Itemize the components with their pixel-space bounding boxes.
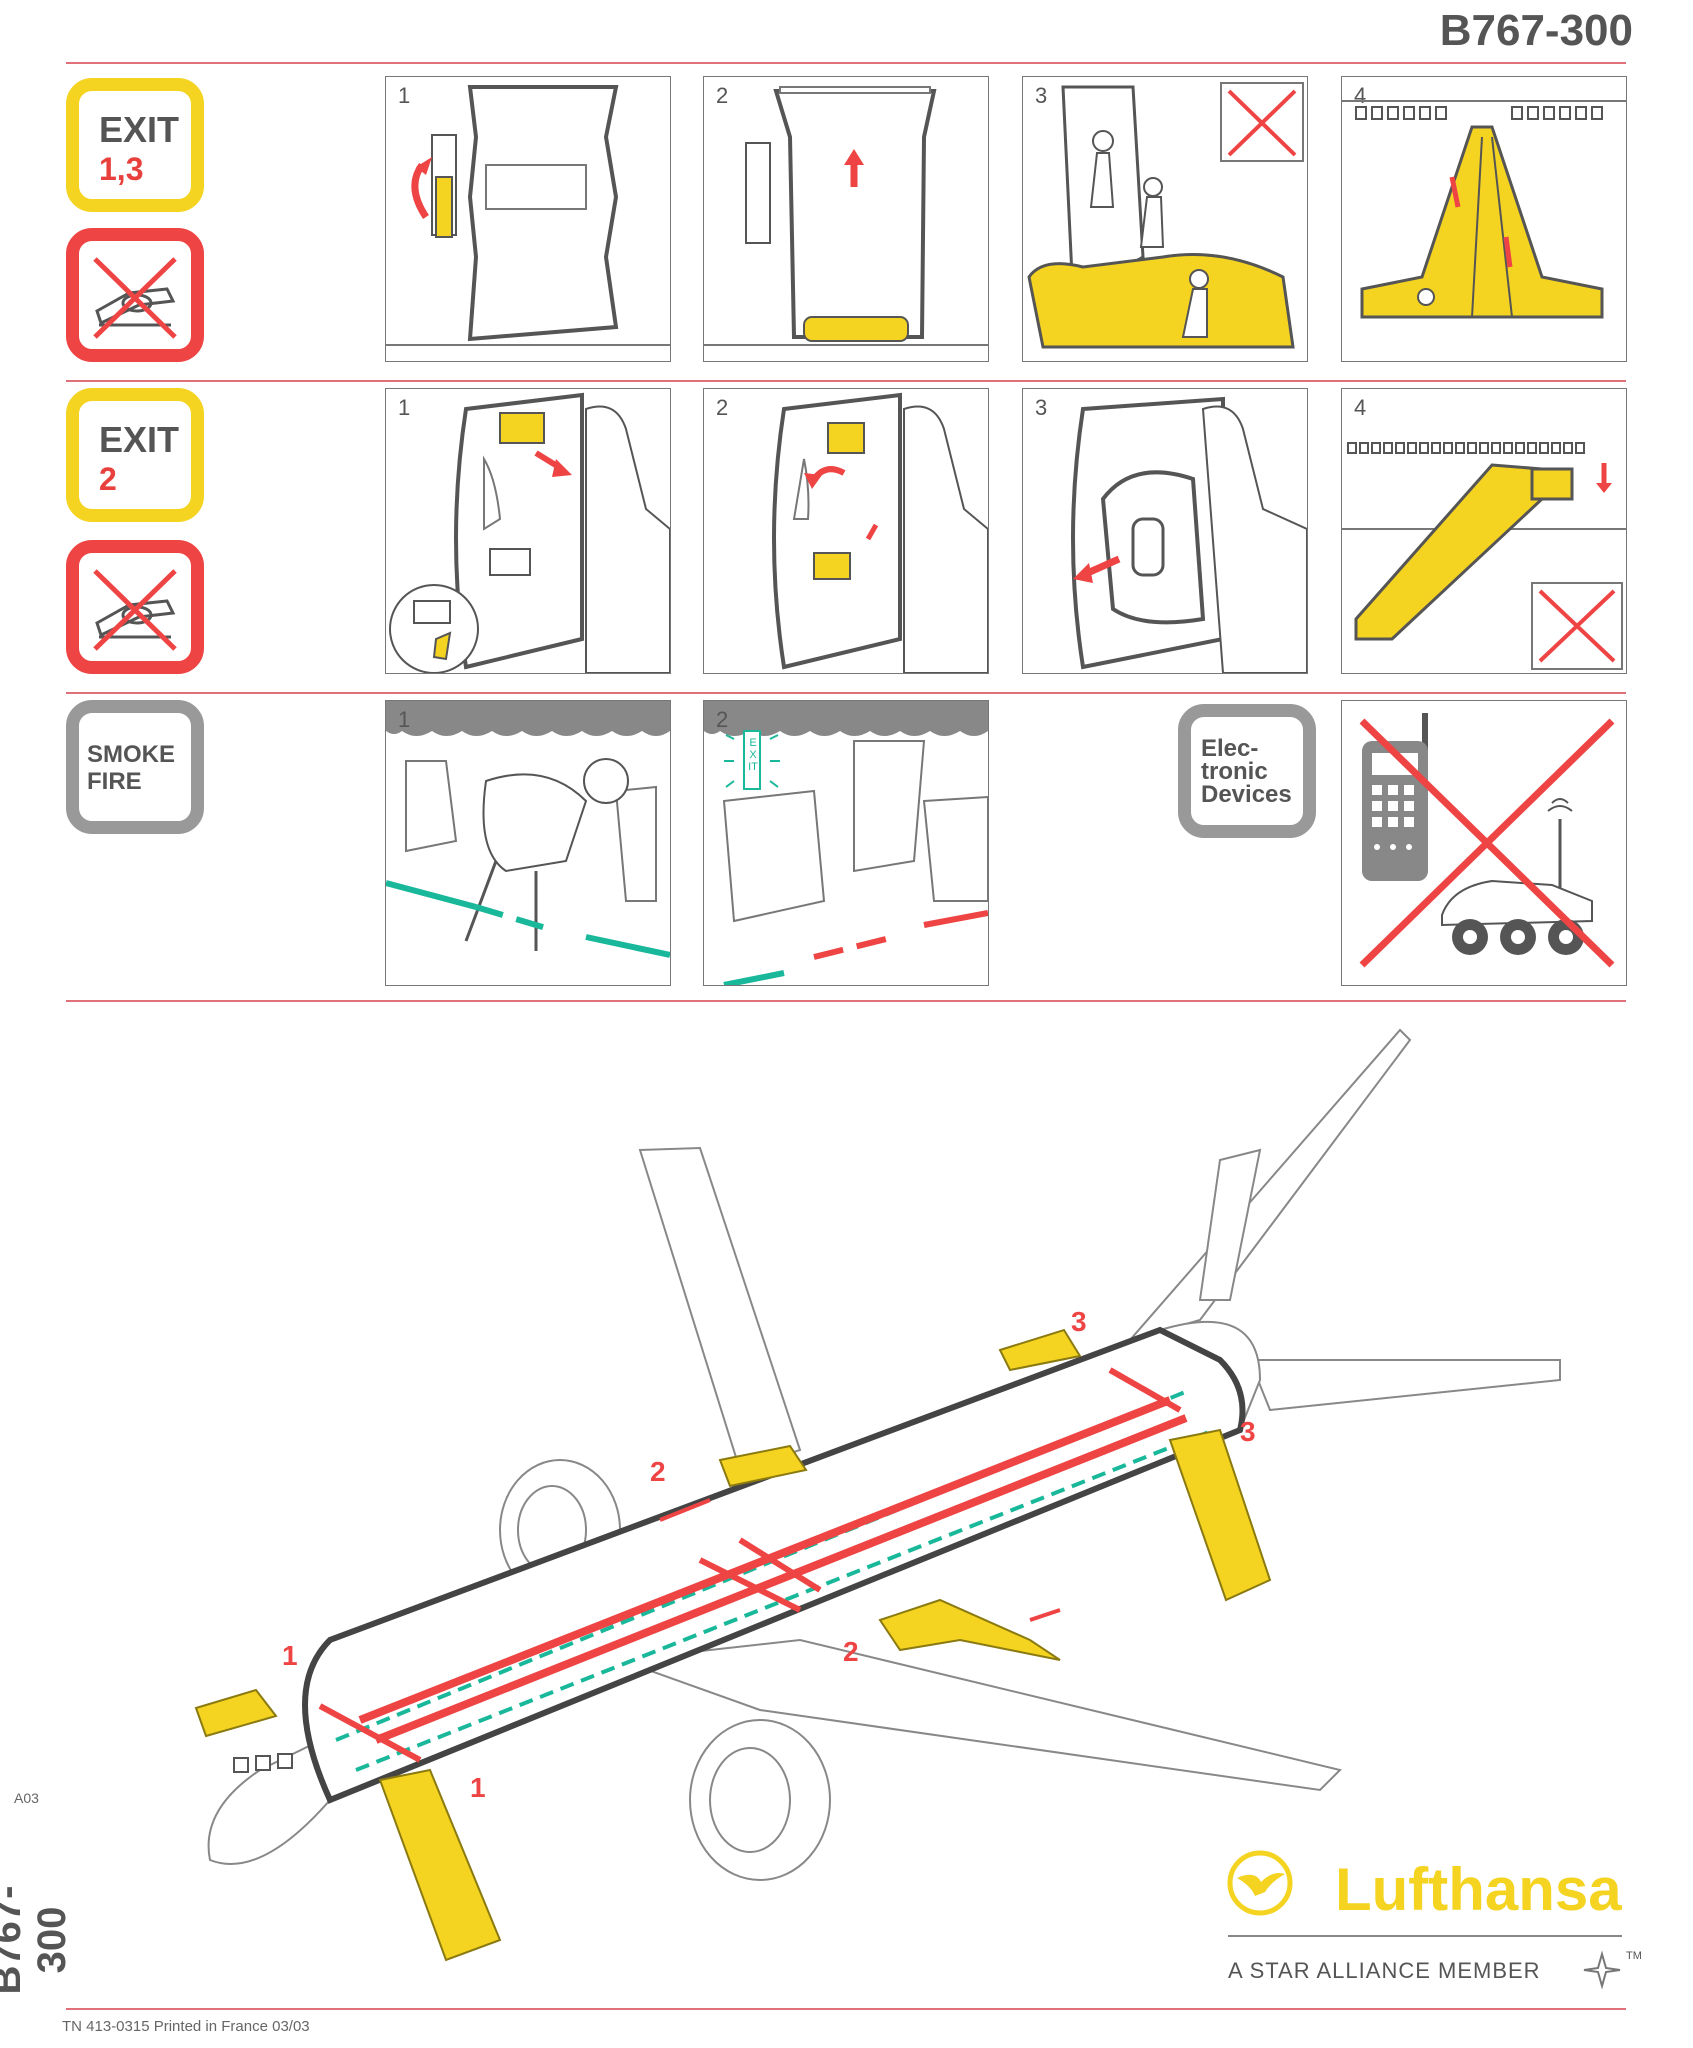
side-code: A03 (14, 1790, 39, 1806)
no-phone-icon (1341, 700, 1627, 986)
badge-text: SMOKE FIRE (87, 741, 175, 795)
top-rule (66, 62, 1626, 64)
step-number: 2 (716, 83, 729, 108)
exit13-step4-panel: 4 (1341, 76, 1627, 362)
page-title: B767-300 (1439, 6, 1633, 55)
badge-line1: EXIT (99, 419, 180, 460)
badge-line1: EXIT (99, 109, 180, 150)
step-number: 4 (1354, 395, 1367, 420)
brand-rule (1228, 1935, 1622, 1937)
exit2-step3-panel: 3 (1022, 388, 1308, 674)
badge-text: Elec- tronic Devices (1201, 735, 1292, 808)
badge-line3: Devices (1201, 781, 1292, 808)
exit13-step3-panel: 3 (1022, 76, 1308, 362)
exit-1-3-badge: EXIT 1,3 (66, 78, 204, 212)
electronic-devices-badge: Elec- tronic Devices (1178, 704, 1316, 838)
badge-line2: 2 (99, 461, 117, 497)
print-code: TN 413-0315 Printed in France 03/03 (62, 2018, 310, 2035)
exit-label-2a: 2 (650, 1456, 666, 1487)
exit2-step4-panel: 4 (1341, 388, 1627, 674)
exit-label-1b: 1 (470, 1772, 486, 1803)
step-number: 1 (398, 395, 411, 420)
badge-line1: SMOKE (87, 741, 176, 768)
step-number: 2 (716, 395, 729, 420)
rule-4 (66, 1000, 1626, 1002)
exit-label-3a: 3 (1071, 1306, 1087, 1337)
exit-label-2b: 2 (843, 1636, 859, 1667)
exit13-step1-panel: 1 (385, 76, 671, 362)
badge-line2: 1,3 (99, 151, 144, 187)
star-alliance-icon (1583, 1950, 1621, 1990)
step-number: 1 (398, 707, 411, 732)
step-number: 3 (1035, 395, 1048, 420)
step-number: 1 (398, 83, 411, 108)
smoke-step2-panel: EXIT 2 (703, 700, 989, 986)
side-title: B767-300 (0, 1885, 74, 1995)
crane-logo-icon (1227, 1850, 1293, 1916)
brand-name: Lufthansa (1335, 1856, 1622, 1923)
exit13-step2-panel: 2 (703, 76, 989, 362)
smoke-step1-panel: 1 (385, 700, 671, 986)
exit-2-badge: EXIT 2 (66, 388, 204, 522)
badge-line1: Elec- (1201, 735, 1259, 762)
trademark: TM (1626, 1950, 1642, 1962)
rule-2 (66, 380, 1626, 382)
bottom-rule (66, 2008, 1626, 2010)
smoke-fire-badge: SMOKE FIRE (66, 700, 204, 834)
cabin-diagram (194, 1028, 1561, 1962)
rule-3 (66, 692, 1626, 694)
step-number: 2 (716, 707, 729, 732)
exit2-step1-panel: 1 (385, 388, 671, 674)
exit2-step2-panel: 2 (703, 388, 989, 674)
badge-line2: tronic (1201, 758, 1268, 785)
exit-sign: EXIT (748, 737, 758, 773)
no-slide-icon (66, 228, 204, 362)
alliance-text: A STAR ALLIANCE MEMBER (1228, 1958, 1541, 1983)
exit-label-3b: 3 (1240, 1416, 1256, 1447)
step-number: 3 (1035, 83, 1048, 108)
badge-line2: FIRE (87, 768, 142, 795)
exit-label-1a: 1 (282, 1640, 298, 1671)
no-slide-icon (66, 540, 204, 674)
